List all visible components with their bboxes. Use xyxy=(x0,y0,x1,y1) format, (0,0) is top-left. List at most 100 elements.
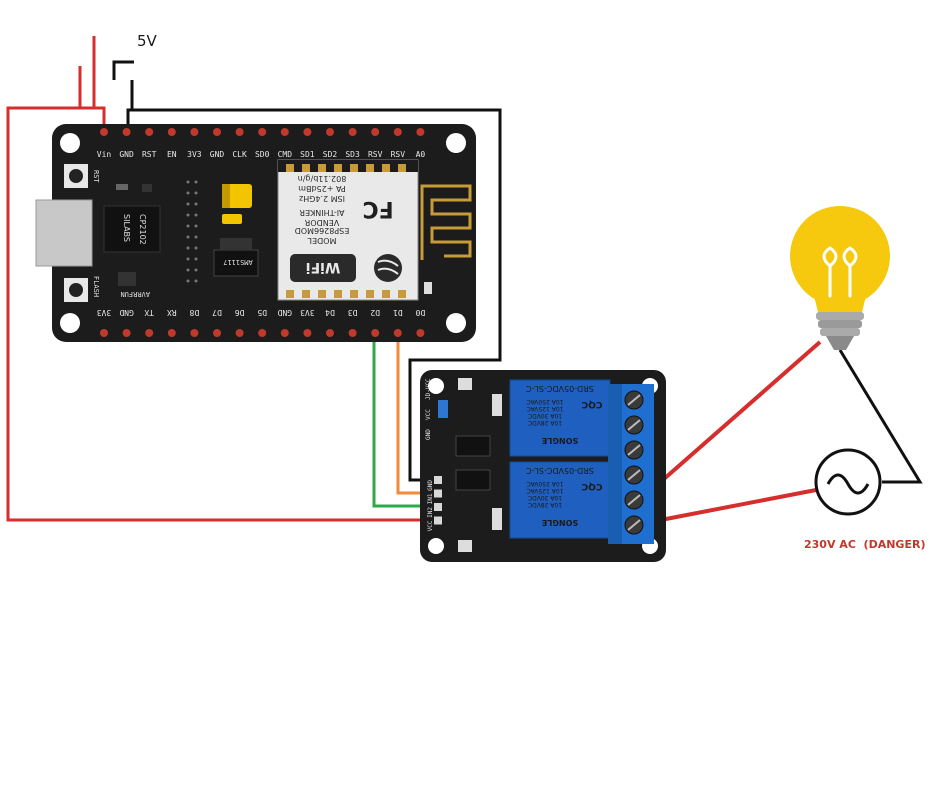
relay-brand: SONGLE xyxy=(542,518,578,527)
top-pin-label: EN xyxy=(167,150,177,159)
top-pin xyxy=(122,128,131,136)
trace-dot xyxy=(194,279,198,283)
relay-rating: 10A 250VAC xyxy=(526,398,563,405)
trace-dot xyxy=(194,191,198,195)
terminal-slot xyxy=(627,419,641,431)
module-text-line: VENDOR xyxy=(304,218,339,227)
bottom-pin-label: D1 xyxy=(393,308,403,317)
regulator-label: AMS1117 xyxy=(223,258,253,266)
vin-to-relay-vcc-wire xyxy=(6,106,440,522)
module-pad xyxy=(382,164,390,172)
relay-rating: 10A 30VDC xyxy=(528,412,562,419)
top-pin-label: SD2 xyxy=(323,150,338,159)
relay-rating: 10A 125VAC xyxy=(526,487,563,494)
relay-input-pin xyxy=(434,516,442,525)
bottom-pin xyxy=(167,329,176,337)
top-pin xyxy=(416,128,425,136)
ac-source-icon xyxy=(814,448,882,516)
top-pin xyxy=(371,128,380,136)
trace-dot xyxy=(186,235,190,239)
module-pad xyxy=(382,290,390,298)
relay-to-ac-wire xyxy=(639,488,817,526)
svg-text:WiFi: WiFi xyxy=(306,259,341,275)
relay-jumper-label: VCC xyxy=(425,409,432,420)
bottom-pin-label: GND xyxy=(277,308,292,317)
trace-dot xyxy=(194,224,198,228)
module-pad xyxy=(350,290,358,298)
supply-ground-to-gnd xyxy=(126,80,134,128)
trace-dot xyxy=(186,268,190,272)
top-pin xyxy=(348,128,357,136)
top-pin-label: RSV xyxy=(368,150,383,159)
top-pin-label: RSV xyxy=(391,150,406,159)
usb-chip-label: CP2102 xyxy=(138,214,147,245)
trace-dot xyxy=(194,180,198,184)
espressif-logo-icon xyxy=(374,254,402,282)
trace-dot xyxy=(186,191,190,195)
bottom-pin-label: RX xyxy=(167,308,177,317)
relay-body xyxy=(509,461,611,539)
trace-dot xyxy=(194,257,198,261)
bottom-pin-label: D7 xyxy=(212,308,222,317)
relay-model: SRD-05VDC-SL-C xyxy=(526,384,594,393)
module-pad xyxy=(286,164,294,172)
top-pin xyxy=(326,128,334,136)
bottom-pin-label: D0 xyxy=(415,308,425,317)
terminal-slot xyxy=(627,469,641,481)
bottom-pin xyxy=(258,329,267,337)
top-pin xyxy=(167,128,176,136)
d2-to-in2-wire xyxy=(372,334,440,508)
relay-rating: 10A 30VDC xyxy=(528,494,562,501)
top-pin-label: A0 xyxy=(416,150,426,159)
module-pad xyxy=(302,290,310,298)
supply-positive-to-vin xyxy=(78,66,106,128)
vendor-label: AVRRFUN xyxy=(120,290,150,298)
relay-input-label: IN2 xyxy=(427,507,434,518)
module-pad xyxy=(318,290,326,298)
bottom-pin-label: D4 xyxy=(325,308,335,317)
module-pad xyxy=(350,164,358,172)
module-text-line: ISM 2.4GHz xyxy=(299,194,345,203)
trace-dot xyxy=(194,202,198,206)
top-pin xyxy=(393,128,402,136)
relay-input-label: GND xyxy=(427,480,434,491)
terminal-slot xyxy=(627,519,641,531)
trace-dot xyxy=(194,268,198,272)
module-pad xyxy=(286,290,294,298)
relay-input-pin xyxy=(434,489,442,498)
bulb-icon xyxy=(790,206,890,350)
flash-label: FLASH xyxy=(92,276,100,297)
usb-chip-label: SILABS xyxy=(122,214,131,242)
bottom-pin-label: D3 xyxy=(348,308,358,317)
relay-jumper-label: JD-VCC xyxy=(425,378,432,400)
terminal-slot xyxy=(627,494,641,506)
module-pad xyxy=(366,164,374,172)
top-pin-label: SD1 xyxy=(300,150,315,159)
relay-jumper-label: GND xyxy=(425,429,432,440)
bottom-pin-label: TX xyxy=(144,308,154,317)
module-text-line: ESP8266MOD xyxy=(295,226,350,235)
bottom-pin xyxy=(393,329,402,337)
top-pin xyxy=(303,128,312,136)
usb-chip xyxy=(103,205,161,253)
top-pin xyxy=(213,128,221,136)
relay-body xyxy=(509,379,611,457)
relay-rating: 10A 250VAC xyxy=(526,480,563,487)
bottom-pin-label: 3V3 xyxy=(97,308,112,317)
module-pad xyxy=(302,164,310,172)
module-text-line: MODEL xyxy=(307,236,336,245)
relay-model: SRD-05VDC-SL-C xyxy=(526,466,594,475)
jumper xyxy=(438,400,448,418)
trace-dot xyxy=(186,279,190,283)
top-pin-label: SD0 xyxy=(255,150,270,159)
relay-input-pin xyxy=(434,503,442,511)
bottom-pin xyxy=(280,329,289,337)
module-pad xyxy=(398,290,406,298)
module-pad xyxy=(398,164,406,172)
trace-dot xyxy=(194,235,198,239)
supply-label: 5V xyxy=(137,32,158,50)
supply-ground-wire xyxy=(112,60,134,80)
